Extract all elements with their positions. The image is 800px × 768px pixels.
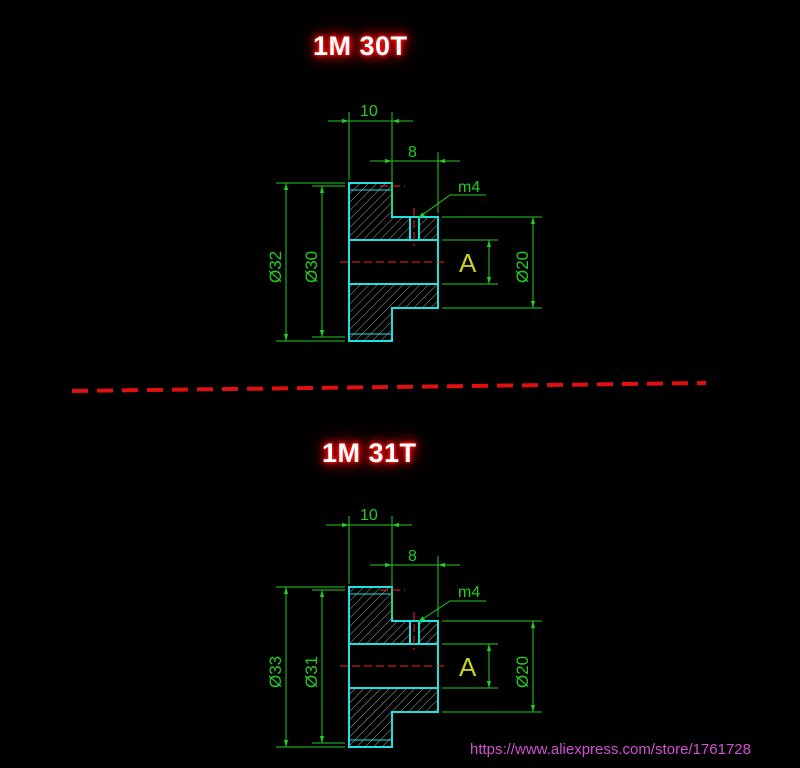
drawing-title-30t: 1M 30T <box>313 31 408 61</box>
gear-drawing-30t: 10 8 m4 Ø32 Ø30 Ø20 A <box>266 103 542 342</box>
dimension-lines <box>276 516 542 748</box>
dim-width: 10 <box>360 103 378 120</box>
dim-thread: m4 <box>458 584 480 601</box>
dim-hub-length: 8 <box>408 548 417 565</box>
dim-width: 10 <box>360 507 378 524</box>
gear-section-hatch <box>349 587 438 747</box>
dim-hub-length: 8 <box>408 144 417 161</box>
dim-hub-diameter: Ø20 <box>513 251 532 283</box>
dim-pitch-diameter: Ø30 <box>302 251 321 283</box>
section-divider <box>71 381 707 393</box>
drawing-title-31t: 1M 31T <box>322 438 417 468</box>
dimension-lines <box>276 112 542 342</box>
dim-pitch-diameter: Ø31 <box>302 656 321 688</box>
bore-label: A <box>459 652 477 682</box>
dim-outer-diameter: Ø33 <box>266 656 285 688</box>
dim-outer-diameter: Ø32 <box>266 251 285 283</box>
bore-label: A <box>459 248 477 278</box>
store-url[interactable]: https://www.aliexpress.com/store/1761728 <box>470 741 751 758</box>
gear-drawing-31t: 10 8 m4 Ø33 Ø31 Ø20 A <box>266 507 542 748</box>
dim-thread: m4 <box>458 179 480 196</box>
dim-hub-diameter: Ø20 <box>513 656 532 688</box>
gear-section-hatch <box>349 183 438 341</box>
